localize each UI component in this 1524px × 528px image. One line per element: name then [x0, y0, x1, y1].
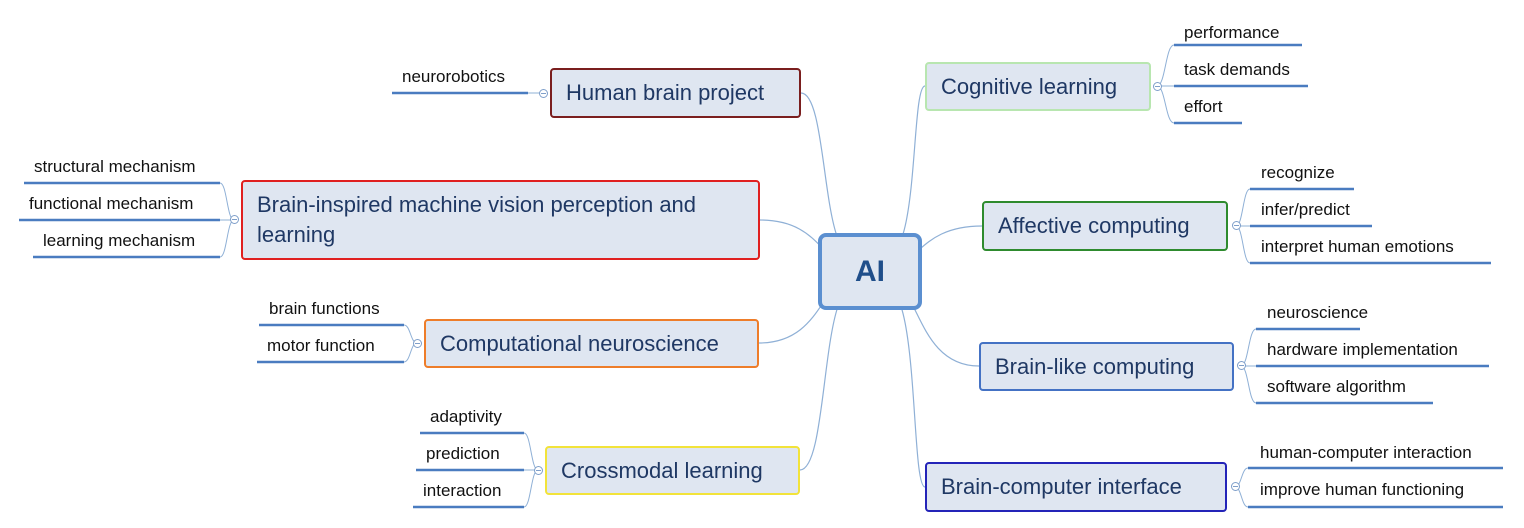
topic-brain-like-computing[interactable]: Brain-like computing [979, 342, 1234, 391]
subtopic-functional-mechanism[interactable]: functional mechanism [29, 194, 194, 213]
central-topic-ai[interactable]: AI [818, 233, 922, 310]
topic-label: Brain-computer interface [941, 474, 1182, 499]
subtopic-hardware-implementation[interactable]: hardware implementation [1267, 340, 1458, 359]
subtopic-human-computer-interaction[interactable]: human-computer interaction [1260, 443, 1472, 462]
subtopic-interpret-human-emotions[interactable]: interpret human emotions [1261, 237, 1454, 256]
collapse-toggle-icon[interactable] [413, 339, 422, 348]
topic-label: Human brain project [566, 80, 765, 105]
branch-connector [1156, 85, 1175, 124]
subtopic-prediction[interactable]: prediction [426, 444, 500, 463]
branch-connector [1240, 365, 1257, 404]
branch-connector [219, 219, 235, 258]
subtopic-neuroscience[interactable]: neuroscience [1267, 303, 1369, 322]
main-connector [800, 92, 861, 255]
collapse-toggle-icon[interactable] [534, 466, 543, 475]
topic-label: Crossmodal learning [561, 457, 763, 483]
main-connector [799, 287, 861, 471]
branch-connector [1156, 44, 1175, 87]
subtopic-learning-mechanism[interactable]: learning mechanism [43, 231, 196, 250]
branch-connector [523, 432, 539, 471]
topic-crossmodal-learning[interactable]: Crossmodal learning [545, 446, 800, 495]
subtopic-recognize[interactable]: recognize [1261, 163, 1335, 182]
subtopic-neurorobotics[interactable]: neurorobotics [402, 67, 506, 86]
topic-brain-inspired-vision[interactable]: Brain-inspired machine vision perception… [241, 180, 760, 260]
subtopic-improve-human-functioning[interactable]: improve human functioning [1260, 480, 1465, 499]
topic-cognitive-learning[interactable]: Cognitive learning [925, 62, 1151, 111]
topic-computational-neuroscience[interactable]: Computational neuroscience [424, 319, 759, 368]
collapse-toggle-icon[interactable] [1153, 82, 1162, 91]
collapse-toggle-icon[interactable] [230, 215, 239, 224]
topic-affective-computing[interactable]: Affective computing [982, 201, 1228, 251]
topic-label: Affective computing [998, 213, 1190, 238]
topic-label: Cognitive learning [941, 73, 1118, 99]
topic-human-brain-project[interactable]: Human brain project [550, 68, 801, 118]
topic-brain-computer-interface[interactable]: Brain-computer interface [925, 462, 1227, 512]
branch-connector [1235, 225, 1251, 264]
branch-connector [523, 469, 539, 508]
collapse-toggle-icon[interactable] [539, 89, 548, 98]
collapse-toggle-icon[interactable] [1232, 221, 1241, 230]
collapse-toggle-icon[interactable] [1237, 361, 1246, 370]
main-connector [879, 85, 926, 255]
subtopic-structural-mechanism[interactable]: structural mechanism [34, 157, 196, 176]
main-connector [879, 287, 926, 488]
collapse-toggle-icon[interactable] [1231, 482, 1240, 491]
subtopic-infer-predict[interactable]: infer/predict [1261, 200, 1350, 219]
subtopic-brain-functions[interactable]: brain functions [269, 299, 380, 318]
subtopic-adaptivity[interactable]: adaptivity [430, 407, 502, 426]
subtopic-performance[interactable]: performance [1184, 23, 1280, 42]
subtopic-interaction[interactable]: interaction [423, 481, 502, 500]
subtopic-task-demands[interactable]: task demands [1184, 60, 1290, 79]
topic-label: Brain-like computing [995, 353, 1195, 379]
topic-label: Brain-inspired machine vision perception… [257, 192, 697, 247]
topic-label: Computational neuroscience [440, 330, 719, 356]
subtopic-software-algorithm[interactable]: software algorithm [1267, 377, 1406, 396]
central-topic-label: AI [855, 254, 885, 288]
subtopic-motor-function[interactable]: motor function [267, 336, 375, 355]
subtopic-effort[interactable]: effort [1184, 97, 1223, 116]
